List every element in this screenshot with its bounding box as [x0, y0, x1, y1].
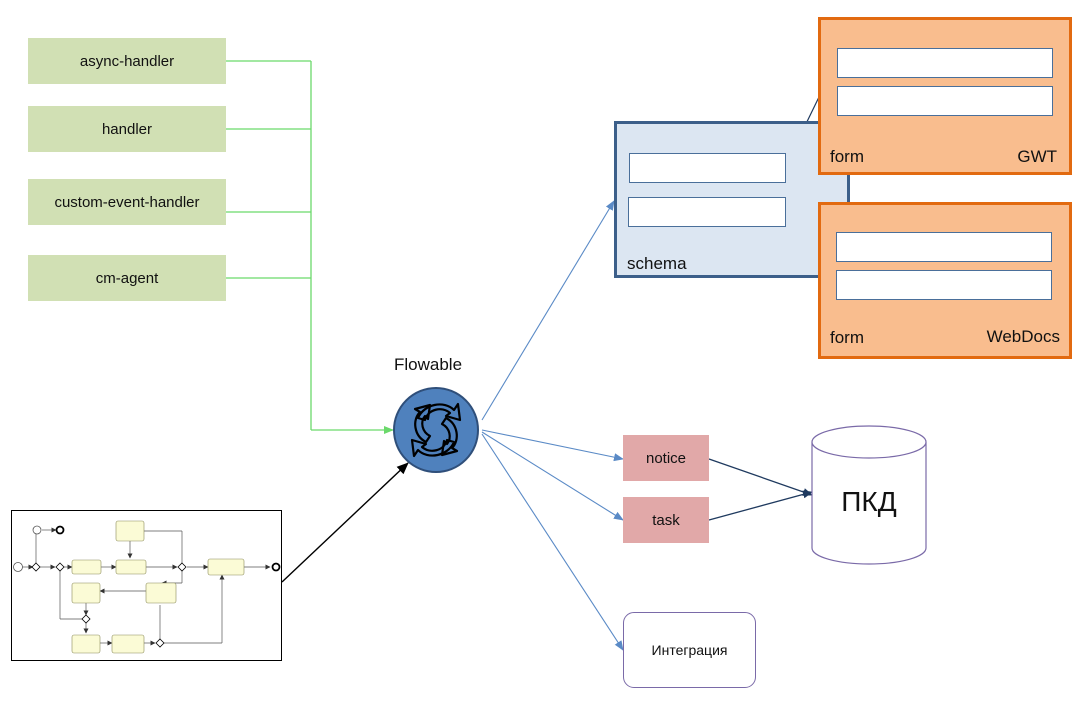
cm-agent-box: cm-agent	[28, 255, 226, 301]
engine-outputs	[481, 200, 624, 651]
flowable-engine-node	[393, 387, 479, 473]
gwt-form-field-1	[837, 48, 1053, 78]
webdocs-label: WebDocs	[986, 327, 1060, 346]
handler-box: handler	[28, 106, 226, 152]
gwt-label: GWT	[1017, 147, 1057, 166]
webdocs-form-label: form	[830, 328, 864, 347]
handler-bus	[226, 60, 394, 434]
gwt-form-label: form	[830, 147, 864, 166]
custom-event-handler-box: custom-event-handler	[28, 179, 226, 225]
notice-box: notice	[623, 435, 709, 481]
bpmn-to-engine-arrow	[281, 462, 409, 583]
schema-label: schema	[627, 254, 687, 273]
integration-box: Интеграция	[623, 612, 756, 688]
task-box: task	[623, 497, 709, 543]
webdocs-form-field-1	[836, 232, 1052, 262]
bpmn-process-diagram-icon	[11, 510, 282, 661]
webdocs-form-box: form WebDocs	[818, 202, 1072, 359]
flowable-label: Flowable	[394, 355, 463, 374]
gwt-form-box: form GWT	[818, 17, 1072, 175]
refresh-cycle-icon	[410, 402, 462, 458]
schema-field-1	[629, 153, 786, 183]
webdocs-form-field-2	[836, 270, 1052, 300]
gwt-form-field-2	[837, 86, 1053, 116]
db-arrows	[708, 458, 813, 521]
schema-box: schema	[614, 121, 850, 278]
database-cylinder-icon	[811, 425, 927, 565]
pkd-label: ПКД	[841, 486, 897, 517]
schema-field-2	[628, 197, 786, 227]
async-handler-box: async-handler	[28, 38, 226, 84]
